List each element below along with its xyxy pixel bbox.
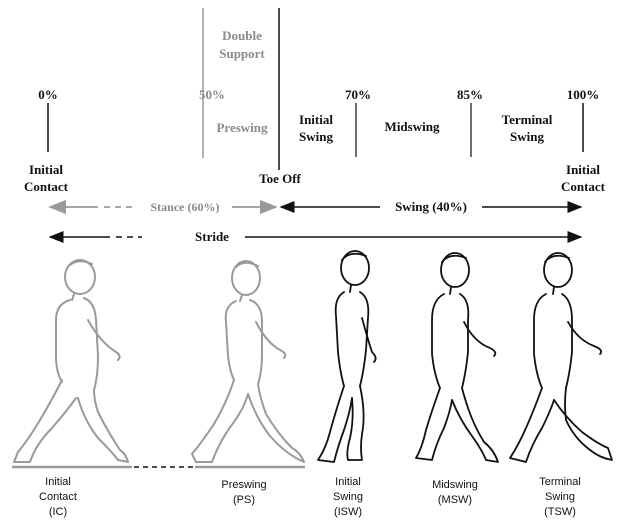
stance-label: Stance (60%) xyxy=(151,200,220,214)
figure-initial-contact xyxy=(14,260,128,462)
caption-preswing: Preswing (PS) xyxy=(221,479,266,506)
double-support-label-line2: Support xyxy=(219,46,265,61)
figure-terminal-swing xyxy=(510,253,612,462)
figure-preswing xyxy=(192,261,304,462)
stance-arrow: Stance (60%) xyxy=(50,200,276,214)
caption-initial-contact: Initial Contact (IC) xyxy=(39,476,77,518)
caption-tsw-line1: Terminal xyxy=(539,476,581,488)
stride-label: Stride xyxy=(195,229,229,244)
initial-contact-right-line2: Contact xyxy=(561,179,606,194)
midswing-phase-label: Midswing xyxy=(385,119,440,134)
caption-ic-line2: Contact xyxy=(39,491,77,503)
caption-ic-line3: (IC) xyxy=(49,506,67,518)
pct-70-label: 70% xyxy=(345,87,371,102)
terminal-swing-phase-label-line2: Swing xyxy=(510,129,544,144)
toe-off-label: Toe Off xyxy=(259,171,301,186)
swing-label: Swing (40%) xyxy=(395,199,467,214)
caption-initial-swing: Initial Swing (ISW) xyxy=(333,476,363,518)
caption-isw-line1: Initial xyxy=(335,476,361,488)
caption-ps-line1: Preswing xyxy=(221,479,266,491)
caption-isw-line2: Swing xyxy=(333,491,363,503)
initial-contact-right-line1: Initial xyxy=(566,162,600,177)
pct-100-label: 100% xyxy=(567,87,600,102)
initial-swing-phase-label-line1: Initial xyxy=(299,112,333,127)
caption-msw-line1: Midswing xyxy=(432,479,478,491)
pct-85-label: 85% xyxy=(457,87,483,102)
caption-ic-line1: Initial xyxy=(45,476,71,488)
figure-midswing xyxy=(416,253,498,462)
caption-terminal-swing: Terminal Swing (TSW) xyxy=(539,476,581,518)
caption-msw-line2: (MSW) xyxy=(438,494,472,506)
preswing-phase-label: Preswing xyxy=(216,120,268,135)
swing-arrow: Swing (40%) xyxy=(281,199,581,214)
caption-ps-line2: (PS) xyxy=(233,494,255,506)
figure-initial-swing xyxy=(318,251,376,462)
initial-swing-phase-label-line2: Swing xyxy=(299,129,333,144)
terminal-swing-phase-label-line1: Terminal xyxy=(502,112,553,127)
caption-isw-line3: (ISW) xyxy=(334,506,362,518)
caption-midswing: Midswing (MSW) xyxy=(432,479,478,506)
initial-contact-left-line2: Contact xyxy=(24,179,69,194)
pct-50-label: 50% xyxy=(199,87,225,102)
caption-tsw-line3: (TSW) xyxy=(544,506,576,518)
stride-arrow: Stride xyxy=(50,229,581,244)
caption-tsw-line2: Swing xyxy=(545,491,575,503)
pct-0-label: 0% xyxy=(38,87,58,102)
initial-contact-left-line1: Initial xyxy=(29,162,63,177)
double-support-label-line1: Double xyxy=(222,28,262,43)
